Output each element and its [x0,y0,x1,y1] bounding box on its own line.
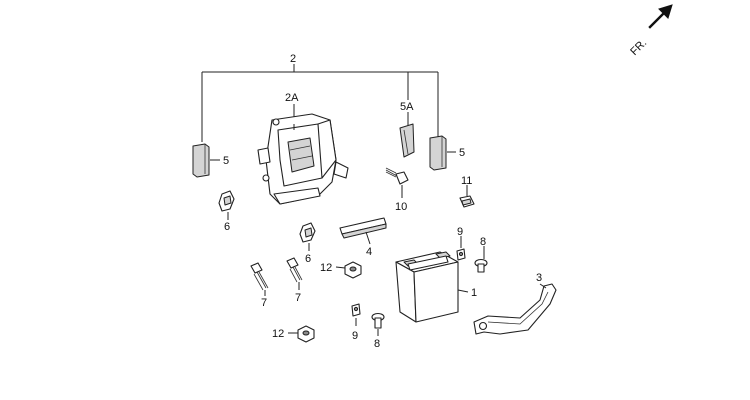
callout-7-left: 7 [261,297,267,309]
callout-6-center: 6 [305,253,311,265]
nut-lower [288,325,315,343]
battery [395,251,469,323]
callout-9-bottom: 9 [352,330,358,342]
callout-1: 1 [471,287,477,299]
front-arrow-icon [648,4,673,29]
callout-5-right: 5 [459,147,465,159]
washer-right [456,236,466,261]
callout-11: 11 [461,175,472,187]
rubber-strip [339,217,387,245]
grommet-center [299,222,316,251]
pad-right [429,135,456,171]
pad-sheet [399,123,415,158]
assembly-bracket [201,64,439,142]
washer-bottom [351,303,361,326]
battery-box [257,113,349,205]
callout-9-right: 9 [457,226,463,238]
callout-8-bottom: 8 [374,338,380,350]
callout-7-center: 7 [295,292,301,304]
screw-bottom [371,312,385,336]
callout-5-left: 5 [223,155,229,167]
pad-left [192,143,220,178]
callout-2a: 2A [285,92,299,104]
front-label: FR. [628,37,649,58]
nut-upper [335,261,362,279]
callout-2: 2 [290,53,296,65]
callout-12-lower: 12 [272,328,284,340]
callout-4: 4 [366,246,372,258]
callout-8-right: 8 [480,236,486,248]
callout-3: 3 [536,272,542,284]
bolt-box [385,167,409,198]
callout-6-left: 6 [224,221,230,233]
clip-nut [459,185,475,208]
callout-5a: 5A [400,101,414,113]
bolt-left [250,262,269,296]
grommet-left [218,190,235,220]
callout-12-upper: 12 [320,262,332,274]
callout-10: 10 [395,201,407,213]
screw-right [474,246,488,273]
bolt-center [286,257,303,290]
battery-band [473,283,557,335]
front-direction-indicator: FR. [628,4,673,58]
